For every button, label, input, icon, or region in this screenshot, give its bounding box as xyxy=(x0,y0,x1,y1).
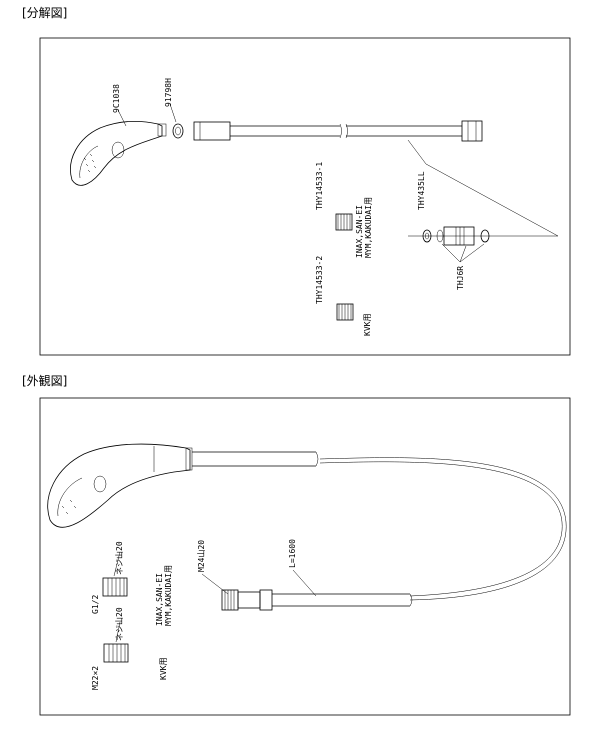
shower-head-part xyxy=(70,120,167,186)
exploded-view-heading: [分解図] xyxy=(22,6,68,20)
adapter-1-note-b: MYM,KAKUDAI用 xyxy=(364,197,373,258)
washer-part-label: 91798H xyxy=(164,78,173,107)
adapter-g12-assembled xyxy=(102,577,128,597)
thread1-label: G1/2 xyxy=(91,595,100,614)
hose-thread-label: M24山20 xyxy=(196,540,206,572)
joint-part-label: THJ6R xyxy=(456,266,465,290)
external-note-kvk: KVK用 xyxy=(159,658,168,680)
exploded-frame xyxy=(39,37,571,356)
hose-part xyxy=(193,120,483,142)
hose-part-label: THY435LL xyxy=(417,171,426,210)
adapter-2-label: THY14533-2 xyxy=(315,256,324,304)
adapter-m22-assembled xyxy=(103,643,129,663)
adapter-2-part xyxy=(336,303,354,321)
adapter-1-label: THY14533-1 xyxy=(315,162,324,210)
shower-head-assembled xyxy=(47,443,319,528)
external-note-a: INAX,SAN-EI xyxy=(155,573,164,626)
adapter-2-note: KVK用 xyxy=(363,314,372,336)
hose-length-label: L=1600 xyxy=(288,539,297,568)
hose-loop xyxy=(319,457,567,601)
external-note-b: MYM,KAKUDAI用 xyxy=(164,565,173,626)
adapter-1-part xyxy=(335,213,353,231)
thread1-pitch-label: ネジ山20 xyxy=(114,541,124,575)
adapter-1-note-a: INAX,SAN-EI xyxy=(355,205,364,258)
hose-connector-assembled xyxy=(221,589,413,611)
external-view-heading: [外観図] xyxy=(22,374,68,388)
thread2-pitch-label: ネジ山20 xyxy=(114,607,124,641)
external-frame xyxy=(39,397,571,716)
washer-part xyxy=(172,123,184,139)
thread2-label: M22×2 xyxy=(91,666,100,690)
head-part-label: 9C1038 xyxy=(112,84,121,113)
joint-part xyxy=(422,226,490,246)
